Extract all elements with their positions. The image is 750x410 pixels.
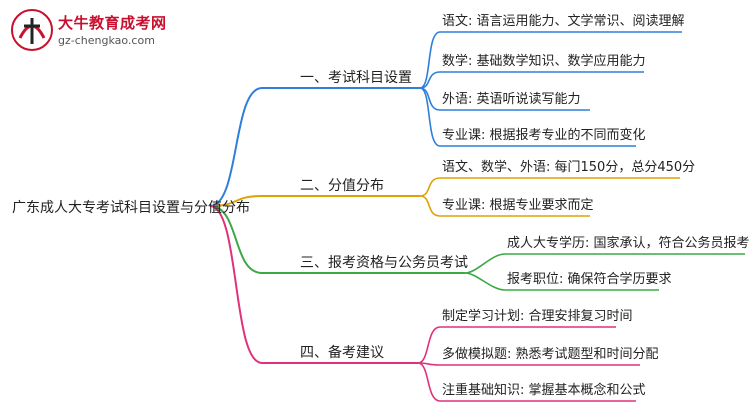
leaf-label: 制定学习计划: 合理安排复习时间 xyxy=(442,309,633,324)
leaf-label: 报考职位: 确保符合学历要求 xyxy=(507,272,672,287)
leaf-label: 专业课: 根据专业要求而定 xyxy=(442,198,594,213)
leaf-connector xyxy=(419,87,441,111)
branch-connector xyxy=(209,87,263,207)
leaf-connector xyxy=(464,253,506,274)
leaf-connector xyxy=(417,362,441,402)
root-topic: 广东成人大专考试科目设置与分值分布 xyxy=(12,200,250,216)
leaf-label: 注重基础知识: 掌握基本概念和公式 xyxy=(442,383,646,398)
leaf-label: 数学: 基础数学知识、数学应用能力 xyxy=(442,54,646,69)
leaf-connector xyxy=(419,195,441,217)
leaf-label: 专业课: 根据报考专业的不同而变化 xyxy=(442,128,646,143)
leaf-connector xyxy=(419,87,441,147)
site-name: 大牛教育成考网 xyxy=(58,14,167,32)
branch-label: 二、分值分布 xyxy=(300,178,384,194)
leaf-label: 多做模拟题: 熟悉考试题型和时间分配 xyxy=(442,347,659,362)
logo-mark-icon xyxy=(11,9,53,51)
leaf-label: 外语: 英语听说读写能力 xyxy=(442,92,581,107)
leaf-label: 语文、数学、外语: 每门150分，总分450分 xyxy=(442,160,696,175)
site-logo: 大牛教育成考网 gz-chengkao.com xyxy=(10,8,170,54)
leaf-connector xyxy=(419,177,441,197)
leaf-connector xyxy=(419,31,441,89)
site-url: gz-chengkao.com xyxy=(58,34,155,47)
leaf-label: 语文: 语言运用能力、文学常识、阅读理解 xyxy=(442,14,685,29)
branch-connector xyxy=(209,195,263,207)
branch-connector xyxy=(209,205,263,364)
branch-connector xyxy=(209,205,263,274)
leaf-connector xyxy=(419,71,441,89)
leaf-label: 成人大专学历: 国家承认，符合公务员报考要求 xyxy=(507,236,750,251)
branch-label: 一、考试科目设置 xyxy=(300,70,412,86)
leaf-connector xyxy=(464,272,506,291)
branch-label: 三、报考资格与公务员考试 xyxy=(300,255,468,271)
leaf-connector xyxy=(417,326,441,364)
branch-label: 四、备考建议 xyxy=(300,345,384,361)
